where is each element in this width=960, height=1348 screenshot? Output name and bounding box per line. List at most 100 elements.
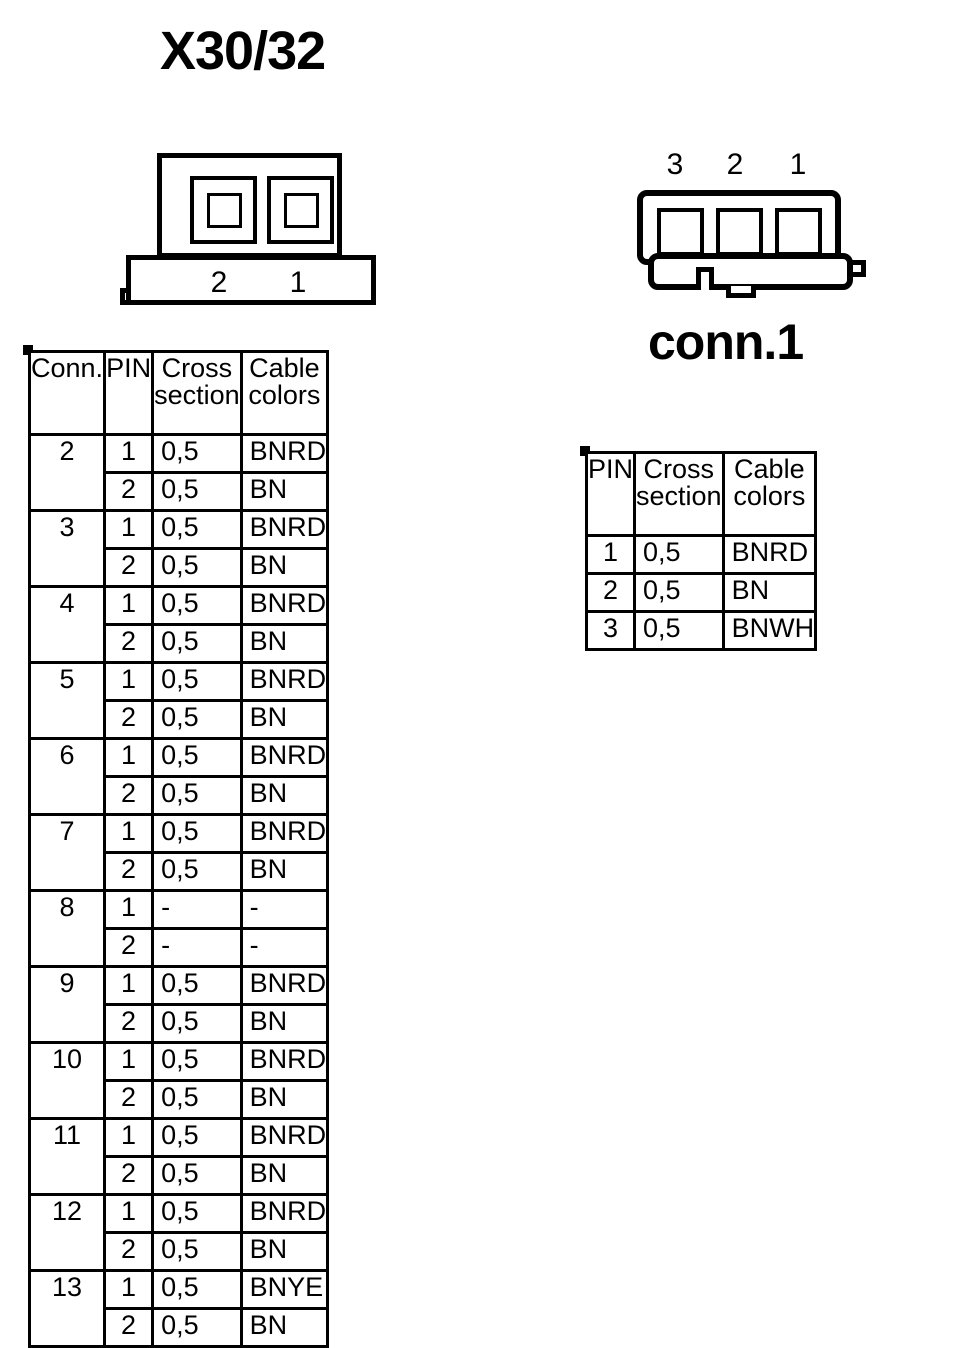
cell-pin: 2 — [103, 699, 155, 740]
cell-pin: 1 — [103, 1269, 155, 1310]
connector-left-pin-contact-2 — [207, 193, 242, 228]
cell-cable-color: BNRD — [239, 813, 330, 854]
connector-right-caption: conn.1 — [648, 314, 804, 370]
cell-pin: 2 — [103, 851, 155, 892]
cell-pin: 1 — [103, 737, 155, 778]
conn1-cell-cross-section: 0,5 — [633, 534, 725, 575]
cell-conn: 4 — [27, 585, 107, 664]
cell-pin: 2 — [103, 927, 155, 968]
cell-pin: 2 — [103, 547, 155, 588]
connector-right-housing — [637, 190, 841, 265]
connector-left-upper-housing — [157, 153, 342, 258]
conn1-column-header-pin: PIN — [584, 451, 637, 537]
cell-cable-color: BN — [239, 471, 330, 512]
cell-conn: 10 — [27, 1041, 107, 1120]
cell-cross-section: 0,5 — [151, 965, 243, 1006]
connector-right-drawing: 3 2 1 — [630, 150, 880, 310]
cell-cable-color: BNRD — [239, 965, 330, 1006]
cell-cross-section: 0,5 — [151, 623, 243, 664]
cell-cable-color: BN — [239, 699, 330, 740]
cell-conn: 6 — [27, 737, 107, 816]
column-header-cross-line2: section — [154, 380, 240, 410]
cell-cable-color: BN — [239, 1155, 330, 1196]
conn1-cell-cable-color: BN — [721, 572, 818, 613]
cell-conn: 8 — [27, 889, 107, 968]
cell-cross-section: 0,5 — [151, 433, 243, 474]
cell-cable-color: - — [239, 889, 330, 930]
cell-pin: 1 — [103, 965, 155, 1006]
cell-conn: 3 — [27, 509, 107, 588]
cell-cross-section: 0,5 — [151, 1155, 243, 1196]
cell-cross-section: 0,5 — [151, 1117, 243, 1158]
conn1-cell-pin: 2 — [584, 572, 637, 613]
cell-pin: 2 — [103, 1155, 155, 1196]
cell-cable-color: - — [239, 927, 330, 968]
cell-pin: 2 — [103, 471, 155, 512]
column-header-cross-section: Cross section — [151, 350, 243, 436]
connector-right-pin-label-2: 2 — [726, 148, 744, 181]
cell-conn: 9 — [27, 965, 107, 1044]
connector-right-pin-hole-1 — [775, 208, 822, 256]
cell-cross-section: - — [151, 889, 243, 930]
connector-left-pin-contact-1 — [284, 193, 319, 228]
cell-cross-section: 0,5 — [151, 509, 243, 550]
conn1-table-header-row: PIN Cross section Cable colors — [584, 451, 818, 537]
cell-pin: 1 — [103, 889, 155, 930]
cell-pin: 2 — [103, 623, 155, 664]
cell-cross-section: 0,5 — [151, 699, 243, 740]
connector-left-pin-hole-2 — [190, 176, 257, 244]
cell-cross-section: 0,5 — [151, 775, 243, 816]
connector-right-latch-notch — [696, 267, 714, 290]
connector-left-lower-housing: 2 1 — [126, 255, 376, 305]
conn1-cell-pin: 3 — [584, 610, 637, 651]
cell-pin: 2 — [103, 1231, 155, 1272]
cell-pin: 2 — [103, 1003, 155, 1044]
conn1-column-header-cross-line2: section — [636, 481, 722, 511]
cell-cross-section: 0,5 — [151, 737, 243, 778]
cell-cable-color: BN — [239, 623, 330, 664]
cell-cross-section: 0,5 — [151, 661, 243, 702]
conn1-cell-cable-color: BNWH — [721, 610, 818, 651]
cell-pin: 1 — [103, 813, 155, 854]
cell-cable-color: BNRD — [239, 737, 330, 778]
cell-cross-section: 0,5 — [151, 813, 243, 854]
cell-conn: 2 — [27, 433, 107, 512]
cell-conn: 11 — [27, 1117, 107, 1196]
cell-pin: 2 — [103, 1079, 155, 1120]
cell-cross-section: 0,5 — [151, 1041, 243, 1082]
cell-cross-section: 0,5 — [151, 585, 243, 626]
conn1-column-header-cable-colors: Cable colors — [721, 451, 818, 537]
cell-cable-color: BNRD — [239, 585, 330, 626]
cell-cable-color: BNRD — [239, 1117, 330, 1158]
column-header-pin: PIN — [103, 350, 155, 436]
conn1-column-header-color-line2: colors — [733, 481, 806, 511]
cell-cable-color: BN — [239, 775, 330, 816]
cell-cable-color: BN — [239, 1079, 330, 1120]
column-header-cable-colors: Cable colors — [239, 350, 330, 436]
cell-cross-section: 0,5 — [151, 1231, 243, 1272]
cell-cross-section: 0,5 — [151, 471, 243, 512]
table-row: 2-- — [30, 927, 330, 968]
cell-conn: 5 — [27, 661, 107, 740]
cell-cable-color: BN — [239, 1307, 330, 1348]
cell-cable-color: BN — [239, 1231, 330, 1272]
connector-left-pin-label-1: 1 — [289, 266, 307, 299]
